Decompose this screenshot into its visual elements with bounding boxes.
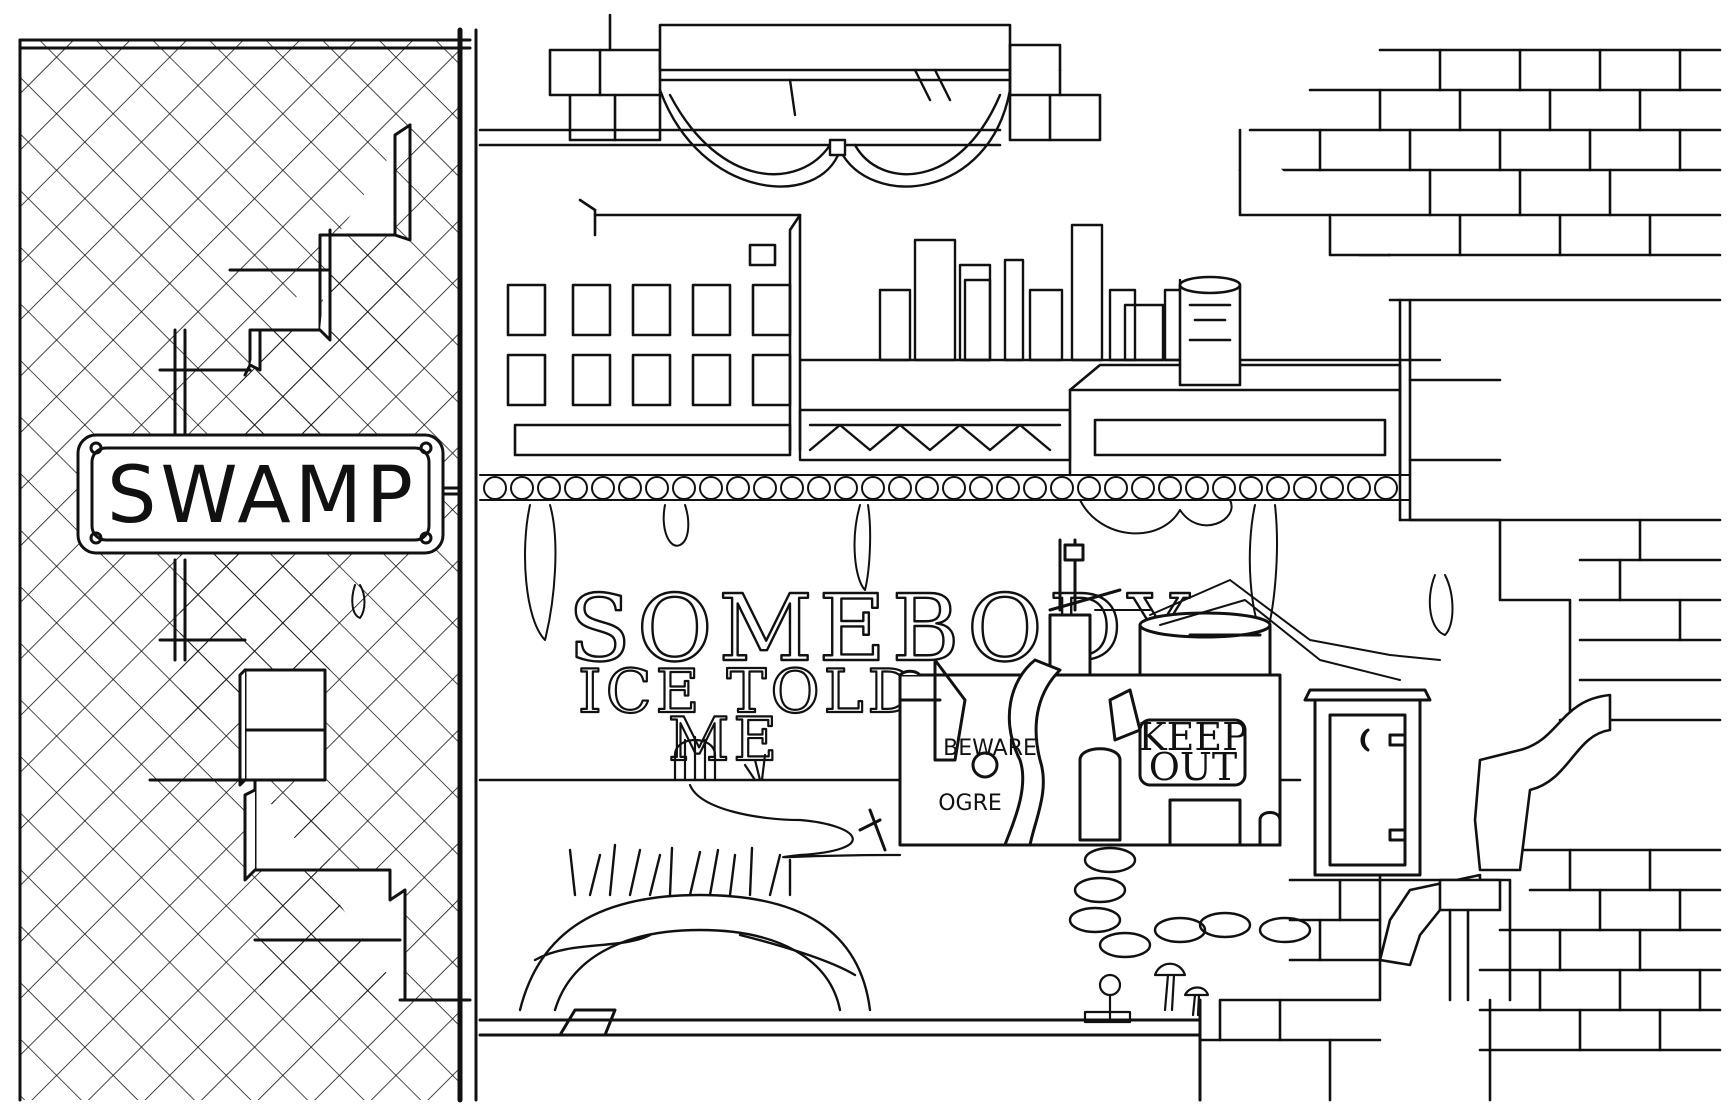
beware-label: BEWARE bbox=[943, 736, 1037, 761]
right-bricks bbox=[1238, 48, 1722, 742]
drapery bbox=[658, 68, 1012, 188]
ogre-label: OGRE bbox=[938, 791, 1002, 816]
building-left bbox=[506, 198, 802, 457]
swamp-sign-label: SWAMP bbox=[107, 451, 417, 541]
elevated-track bbox=[798, 408, 1072, 462]
stepping-stones bbox=[1068, 846, 1312, 959]
reeds-mound bbox=[518, 843, 872, 1012]
power-lines bbox=[1094, 579, 1441, 681]
out-label: OUT bbox=[1149, 745, 1238, 789]
mushrooms bbox=[1153, 962, 1210, 1017]
valve-icon bbox=[1083, 973, 1132, 1024]
outhouse bbox=[1303, 688, 1432, 877]
drain-pipes bbox=[1378, 693, 1612, 1002]
moon-icon bbox=[1360, 728, 1370, 752]
ogre-shack: BEWARE OGRE KEEP OUT bbox=[858, 538, 1282, 852]
top-bricks bbox=[478, 13, 1102, 147]
building-right bbox=[1068, 275, 1402, 477]
sewer-grate bbox=[673, 735, 902, 859]
graffiti-line-2: ICE TOLD bbox=[578, 657, 920, 727]
fence-wall-steps bbox=[148, 123, 472, 1002]
swamp-sign: SWAMP bbox=[76, 433, 462, 555]
barbed-wire bbox=[479, 474, 1411, 535]
bottom-ledge bbox=[478, 998, 1202, 1102]
hanging-moss bbox=[351, 504, 1454, 641]
keep-label: KEEP bbox=[1138, 715, 1247, 759]
